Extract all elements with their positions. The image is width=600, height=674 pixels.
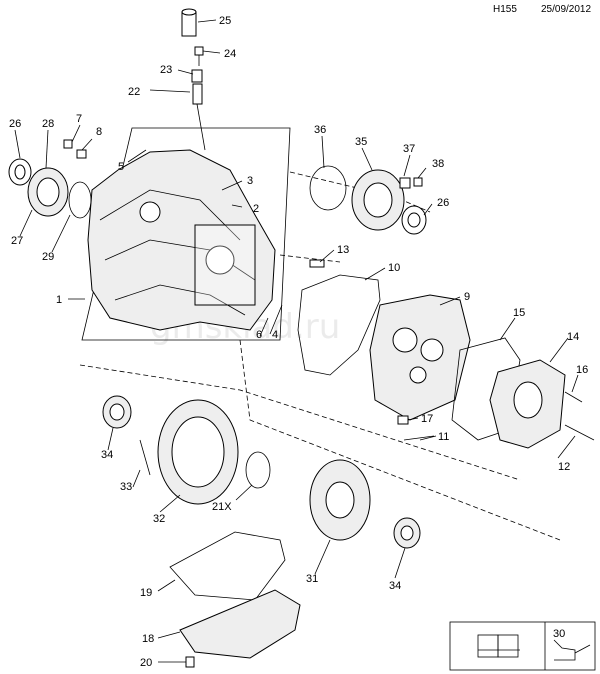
callout-7: 7 xyxy=(76,113,82,125)
taper-bearing-left[interactable] xyxy=(102,395,132,429)
bearing-cap[interactable] xyxy=(27,167,69,217)
callout-18: 18 xyxy=(142,633,154,645)
callout-17: 17 xyxy=(421,413,433,425)
differential-case[interactable] xyxy=(309,459,371,541)
sensor-sleeve[interactable] xyxy=(181,8,197,37)
synchro-gear[interactable] xyxy=(351,169,405,231)
callout-36: 36 xyxy=(314,124,326,136)
callout-3: 3 xyxy=(247,175,253,187)
callout-28: 28 xyxy=(42,118,54,130)
callout-leaders xyxy=(14,19,579,663)
callout-25: 25 xyxy=(219,15,231,27)
plug-17[interactable] xyxy=(397,415,409,425)
callout-38: 38 xyxy=(432,158,444,170)
bolt-11[interactable] xyxy=(403,435,435,441)
callout-6: 6 xyxy=(256,329,262,341)
reverse-light-switch[interactable] xyxy=(191,69,206,151)
callout-26-right: 26 xyxy=(437,197,449,209)
diagram-date: 25/09/2012 xyxy=(541,4,592,15)
callout-20: 20 xyxy=(140,657,152,669)
manual-book-wrench-icon xyxy=(477,634,520,658)
callout-27: 27 xyxy=(11,235,23,247)
callout-35: 35 xyxy=(355,136,367,148)
callout-10: 10 xyxy=(388,262,400,274)
end-cover[interactable] xyxy=(489,359,566,449)
group-line-diff-2 xyxy=(239,339,561,541)
bolt-37-38[interactable] xyxy=(399,177,423,189)
callout-34-left: 34 xyxy=(101,449,113,461)
callout-23: 23 xyxy=(160,64,172,76)
cover-bolt-12[interactable] xyxy=(564,424,595,441)
callout-26-left: 26 xyxy=(9,118,21,130)
group-line-diff xyxy=(79,364,521,481)
taper-bearing-right[interactable] xyxy=(393,517,421,549)
callout-13: 13 xyxy=(337,244,349,256)
callout-4: 4 xyxy=(272,329,278,341)
callout-15: 15 xyxy=(513,307,525,319)
callout-9: 9 xyxy=(464,291,470,303)
speedo-ring[interactable] xyxy=(245,451,271,489)
callout-30: 30 xyxy=(553,628,565,640)
intermediate-housing[interactable] xyxy=(369,294,471,421)
callout-5: 5 xyxy=(118,161,124,173)
callout-labels: 1 2 3 4 5 6 7 8 9 10 11 12 13 14 15 16 1… xyxy=(9,15,588,669)
oil-pan[interactable] xyxy=(179,589,301,659)
oil-can-icon xyxy=(553,639,591,661)
callout-1: 1 xyxy=(56,294,62,306)
housing-gasket[interactable] xyxy=(297,274,381,376)
oil-seal-right[interactable] xyxy=(401,205,427,235)
callout-22: 22 xyxy=(128,86,140,98)
diagram-ref: H155 xyxy=(493,4,517,15)
callout-37: 37 xyxy=(403,143,415,155)
callout-14: 14 xyxy=(567,331,579,343)
callout-19: 19 xyxy=(140,587,152,599)
o-ring-left[interactable] xyxy=(68,181,92,219)
dowel-pin[interactable] xyxy=(309,259,325,268)
clip-bolt[interactable] xyxy=(194,46,204,66)
ring-gear-bolt[interactable] xyxy=(139,439,151,476)
callout-32: 32 xyxy=(153,513,165,525)
callout-16: 16 xyxy=(576,364,588,376)
callout-21x: 21X xyxy=(212,501,232,513)
group-line-mid xyxy=(279,254,341,263)
transmission-housing[interactable] xyxy=(87,149,276,331)
callout-11: 11 xyxy=(438,431,449,443)
ring-gear[interactable] xyxy=(157,399,239,505)
o-ring-large[interactable] xyxy=(309,165,347,211)
callout-29: 29 xyxy=(42,251,54,263)
callout-34-right: 34 xyxy=(389,580,401,592)
pan-gasket[interactable] xyxy=(169,531,286,601)
callout-31: 31 xyxy=(306,573,318,585)
callout-33: 33 xyxy=(120,481,132,493)
callout-24: 24 xyxy=(224,48,236,60)
cover-bolt-16[interactable] xyxy=(564,391,583,403)
callout-12: 12 xyxy=(558,461,570,473)
legend-box xyxy=(449,621,596,671)
mounting-bolt-7[interactable] xyxy=(63,139,87,159)
callout-2: 2 xyxy=(253,203,259,215)
drain-plug[interactable] xyxy=(185,656,195,668)
callout-8: 8 xyxy=(96,126,102,138)
oil-seal-left[interactable] xyxy=(8,158,32,186)
